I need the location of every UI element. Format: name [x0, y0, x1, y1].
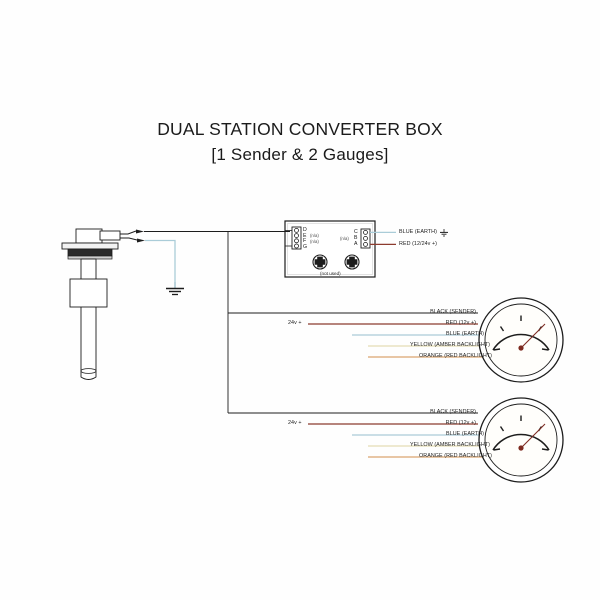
unused-screw-left	[312, 254, 328, 270]
gauge-1-wire-label-black: BLACK (SENDER)	[430, 309, 476, 315]
gauge-1-wire-label-yellow: YELLOW (AMBER BACKLIGHT)	[410, 342, 490, 348]
terminal-note-middle: (n/a)	[340, 236, 349, 241]
bus-routing	[227, 231, 478, 414]
gauge-station-2	[478, 397, 564, 483]
gauge-2-wire-label-yellow: YELLOW (AMBER BACKLIGHT)	[410, 442, 490, 448]
title-line-2: [1 Sender & 2 Gauges]	[211, 145, 389, 164]
sender-lead-wires	[120, 229, 290, 282]
gauge-2-wire-label-blue: BLUE (EARTH)	[446, 431, 484, 437]
tube-level-sender	[61, 228, 121, 380]
gauge-2-wire-label-red: RED (12v +)	[445, 420, 476, 426]
terminal-note-F: (n/a)	[310, 239, 319, 244]
gauge-2-wire-label-orange: ORANGE (RED BACKLIGHT)	[419, 453, 492, 459]
gauge-station-1	[478, 297, 564, 383]
terminal-label-C: C	[354, 229, 358, 235]
box-output-label-blue: BLUE (EARTH)	[399, 228, 437, 235]
sender-earth-icon	[166, 282, 184, 296]
left-terminal-block	[285, 226, 302, 250]
gauge-2-wires	[308, 423, 494, 458]
gauge-1-wires	[308, 323, 494, 358]
converter-box	[284, 220, 376, 278]
gauge-1-wire-label-orange: ORANGE (RED BACKLIGHT)	[419, 353, 492, 359]
gauge-2-wire-label-black: BLACK (SENDER)	[430, 409, 476, 415]
unused-screw-right	[344, 254, 360, 270]
screws-note: (not used)	[320, 271, 341, 276]
gauge-2-supply-label: 24v +	[288, 420, 302, 426]
gauge-1-wire-label-blue: BLUE (EARTH)	[446, 331, 484, 337]
box-output-wires	[370, 231, 396, 245]
output-earth-icon	[440, 229, 448, 237]
terminal-label-G: G	[303, 243, 308, 250]
right-terminal-block	[360, 228, 371, 249]
page-title: DUAL STATION CONVERTER BOX [1 Sender & 2…	[0, 118, 600, 166]
terminal-note-E: (n/a)	[310, 233, 319, 238]
box-output-label-red: RED (12/24v +)	[399, 240, 437, 247]
terminal-label-B: B	[354, 235, 358, 241]
gauge-1-supply-label: 24v +	[288, 320, 302, 326]
terminal-label-F: F	[303, 238, 307, 244]
gauge-1-wire-label-red: RED (12v +)	[445, 320, 476, 326]
terminal-label-D: D	[303, 227, 307, 233]
terminal-label-E: E	[303, 232, 307, 239]
title-line-1: DUAL STATION CONVERTER BOX	[157, 119, 443, 139]
terminal-label-A: A	[354, 241, 358, 247]
